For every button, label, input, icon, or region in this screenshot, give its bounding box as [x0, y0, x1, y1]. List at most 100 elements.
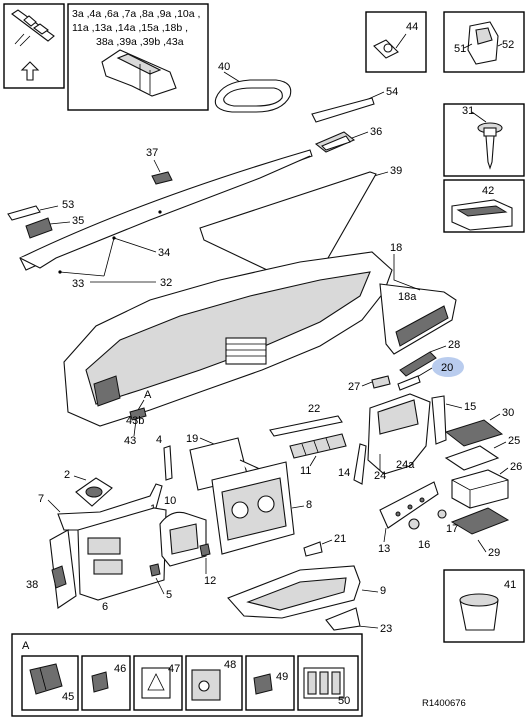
part-11-vent: 11 — [289, 433, 347, 477]
callout-30: 30 — [502, 407, 514, 419]
part-28-20-strip: 28 — [399, 339, 460, 377]
detail-item-50: 50 — [297, 655, 359, 711]
callout-35: 35 — [72, 215, 84, 227]
part-13-switch-strip: 13 — [378, 481, 439, 555]
callout-5: 5 — [166, 589, 172, 601]
callout-33: 33 — [72, 278, 84, 290]
detail-callout-47: 47 — [168, 663, 180, 675]
callout-11: 11 — [300, 465, 311, 477]
callout-43b: 43b — [126, 415, 144, 427]
callout-6: 6 — [102, 601, 108, 613]
callout-8: 8 — [306, 499, 312, 511]
part-40-vent-ring: 40 — [214, 61, 292, 113]
callout-27: 27 — [348, 381, 360, 393]
part-54-strip: 54 — [311, 86, 398, 123]
callout-10: 10 — [164, 495, 176, 507]
legend-box-arrows — [3, 3, 65, 89]
part-37-clip: 37 — [146, 147, 173, 185]
part-12-clip: 12 — [199, 543, 216, 587]
trim-clip-icon — [101, 49, 177, 97]
part-21-clip: 21 — [303, 533, 346, 557]
callout-39: 39 — [390, 165, 402, 177]
callout-A: A — [144, 389, 152, 401]
hazard-warning-icon — [147, 673, 165, 691]
part-2-vent: 2 — [64, 469, 113, 507]
part-51-52-box: 51 52 — [443, 11, 525, 73]
callout-18a: 18a — [398, 291, 417, 303]
part-26-box: 26 — [451, 461, 522, 509]
callout-17: 17 — [446, 523, 458, 535]
callout-20: 20 — [441, 362, 453, 374]
detail-item-48: 48 — [185, 655, 243, 711]
callout-53: 53 — [62, 199, 74, 211]
part-42-box: 42 — [443, 179, 525, 233]
callout-51: 51 — [454, 43, 466, 55]
kit-codes-box: 3a ,4a ,6a ,7a ,8a ,9a ,10a , 11a ,13a ,… — [67, 3, 209, 111]
callout-44: 44 — [406, 21, 418, 33]
detail-callout-48: 48 — [224, 659, 236, 671]
part-32-dash-trim: 34 32 33 — [19, 149, 313, 290]
part-38-switch: 38 — [26, 565, 67, 591]
part-15-trim: 15 — [431, 395, 476, 445]
callout-13: 13 — [378, 543, 390, 555]
detail-item-49: 49 — [245, 655, 295, 711]
callout-26: 26 — [510, 461, 522, 473]
part-27-clip: 27 — [348, 375, 391, 393]
main-dash-carrier: 18 18a — [63, 242, 457, 427]
callout-25: 25 — [508, 435, 520, 447]
reference-number: R1400676 — [422, 698, 466, 709]
detail-callout-45: 45 — [62, 691, 74, 703]
detail-panel-A: A 45 46 47 48 49 — [11, 633, 363, 717]
part-23-trim: 23 — [325, 607, 392, 635]
callout-21: 21 — [334, 533, 346, 545]
callout-32: 32 — [160, 277, 172, 289]
part-22-vent: 22 — [269, 403, 343, 437]
callout-18: 18 — [390, 242, 402, 254]
kit-codes-line-2: 11a ,13a ,14a ,15a ,18b , — [72, 22, 188, 34]
part-31-box: 31 — [443, 103, 525, 177]
part-4-bracket: 4 — [156, 434, 173, 481]
detail-item-46: 46 — [81, 655, 131, 711]
callout-24: 24 — [374, 470, 386, 482]
callout-40: 40 — [218, 61, 230, 73]
part-16-knob: 16 — [408, 518, 430, 551]
detail-callout-46: 46 — [114, 663, 126, 675]
callout-24a: 24a — [396, 459, 415, 471]
callout-9: 9 — [380, 585, 386, 597]
part-25-plate: 25 — [444, 435, 520, 471]
part-9-lower-cover: 9 — [227, 565, 386, 619]
detail-callout-49: 49 — [276, 671, 288, 683]
part-29-mat: 29 — [450, 507, 510, 559]
callout-29: 29 — [488, 547, 500, 559]
part-17-knob: 17 — [437, 509, 458, 535]
clip-tool-icon — [11, 9, 55, 47]
part-1-lower-panel: 1 — [77, 503, 167, 601]
kit-codes-line-1: 3a ,4a ,6a ,7a ,8a ,9a ,10a , — [72, 8, 200, 20]
callout-15: 15 — [464, 401, 476, 413]
part-36-bracket: 36 — [314, 126, 382, 153]
callout-31: 31 — [462, 105, 474, 117]
callout-36: 36 — [370, 126, 382, 138]
callout-38: 38 — [26, 579, 38, 591]
callout-34: 34 — [158, 247, 170, 259]
callout-19: 19 — [186, 433, 198, 445]
part-14-strip: 14 — [338, 443, 367, 485]
part-8-cluster: 8 — [211, 461, 312, 555]
callout-14: 14 — [338, 467, 350, 479]
callout-12: 12 — [204, 575, 216, 587]
callout-4: 4 — [156, 434, 162, 446]
highlight-callout-20: 20 — [397, 357, 464, 391]
detail-item-45: 45 — [21, 655, 79, 711]
part-5-clip: 5 — [149, 563, 172, 601]
arrow-up-icon — [20, 61, 40, 81]
callout-16: 16 — [418, 539, 430, 551]
detail-callout-50: 50 — [338, 695, 350, 707]
kit-codes-line-3: 38a ,39a ,39b ,43a — [96, 36, 184, 48]
callout-37: 37 — [146, 147, 158, 159]
callout-7: 7 — [38, 493, 44, 505]
part-10-frame: 10 — [159, 495, 207, 567]
callout-42: 42 — [482, 185, 494, 197]
callout-23: 23 — [380, 623, 392, 635]
part-24-console: 24 24a — [367, 393, 431, 482]
